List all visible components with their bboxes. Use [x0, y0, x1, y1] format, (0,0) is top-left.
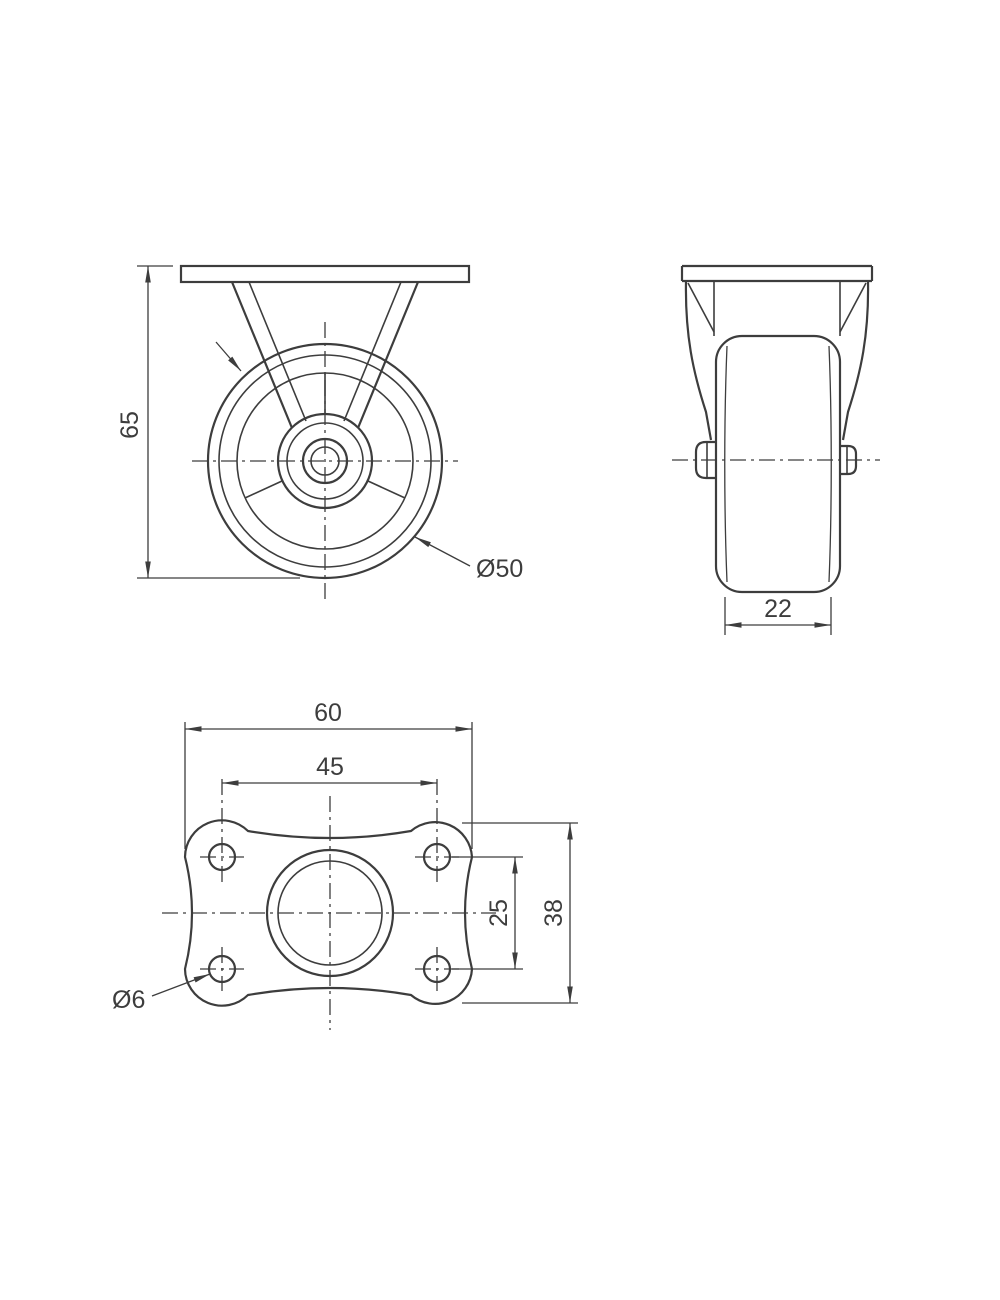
callout-wheel-diameter: Ø50: [414, 536, 523, 583]
dimension-plate-width: 60: [184, 699, 473, 849]
front-fork-bracket: [230, 281, 420, 429]
tread-pointer-arrow: [215, 341, 242, 372]
wheel-spoke-lower-left: [244, 480, 283, 499]
bolt-spacing-width-label: 45: [316, 753, 344, 781]
fork-right-outer-edge: [356, 281, 420, 429]
side-bracket-right-fold: [839, 282, 867, 333]
side-view: 22: [672, 264, 880, 635]
bolt-hole-diameter-label: Ø6: [112, 986, 145, 1014]
front-view: 65 Ø50: [116, 264, 523, 604]
bolt-hole-diameter-leader-line: [151, 973, 211, 997]
dimension-wheel-width: 22: [724, 595, 832, 635]
side-wheel: [714, 334, 842, 594]
bolt-spacing-height-label: 25: [485, 899, 513, 927]
side-bracket-left-fold: [687, 282, 715, 333]
dimension-bolt-spacing-width: 45: [222, 753, 437, 786]
plate-view: 60 45 25 38 Ø6: [112, 699, 578, 1030]
side-bracket-right-outer: [841, 280, 870, 441]
dimension-plate-depth: 38: [462, 822, 578, 1004]
side-wheel-outline: [714, 334, 842, 594]
plate-depth-label: 38: [540, 899, 568, 927]
dimension-overall-height: 65: [116, 265, 300, 579]
height-dimension-label: 65: [116, 411, 144, 439]
side-fork-bracket: [684, 280, 870, 441]
wheel-diameter-leader-line: [414, 536, 471, 567]
dimension-bolt-spacing-height: 25: [452, 856, 523, 970]
side-wheel-tread-edge-right: [828, 345, 832, 583]
fork-right-inner-edge: [343, 281, 402, 422]
front-mounting-plate: [179, 264, 471, 284]
side-bracket-left-outer: [684, 280, 713, 441]
fork-left-outer-edge: [230, 281, 294, 429]
width-dimension-label: 22: [764, 595, 792, 623]
fork-left-inner-edge: [248, 281, 307, 422]
plate-width-label: 60: [314, 699, 342, 727]
callout-bolt-hole-diameter: Ø6: [112, 973, 211, 1014]
wheel-spoke-lower-right: [367, 480, 406, 499]
side-mounting-plate: [680, 264, 874, 283]
side-wheel-tread-edge-left: [724, 345, 728, 583]
wheel-diameter-label: Ø50: [476, 555, 523, 583]
